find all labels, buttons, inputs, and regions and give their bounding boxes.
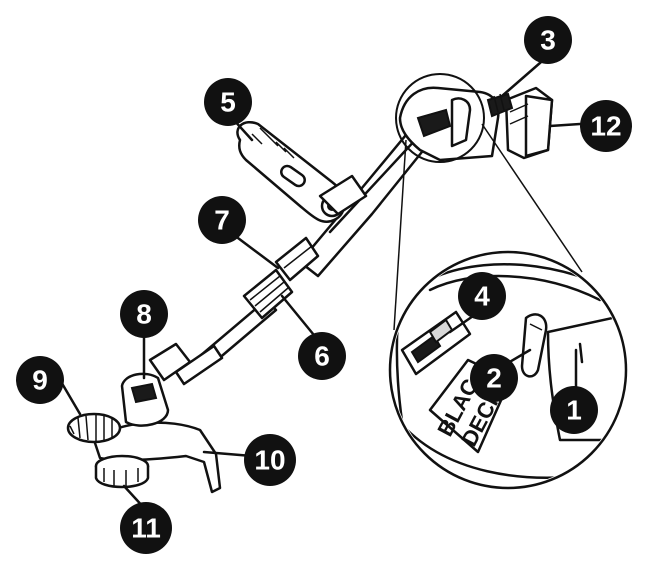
svg-text:12: 12 <box>590 111 621 142</box>
callout-7: 7 <box>198 196 246 244</box>
callout-4: 4 <box>458 272 506 320</box>
svg-text:8: 8 <box>136 299 152 330</box>
svg-text:3: 3 <box>540 25 556 56</box>
callout-12: 12 <box>580 100 632 152</box>
callout-3: 3 <box>524 16 572 64</box>
shaft-lock-ring <box>274 236 320 282</box>
svg-text:6: 6 <box>314 341 330 372</box>
auxiliary-handle <box>236 121 368 223</box>
callout-8: 8 <box>120 290 168 338</box>
callout-6: 6 <box>298 332 346 380</box>
detail-connector-right <box>481 123 583 273</box>
battery-pack <box>504 86 554 160</box>
callout-1: 1 <box>550 386 598 434</box>
svg-text:1: 1 <box>566 395 582 426</box>
lower-shaft <box>174 298 278 386</box>
svg-text:4: 4 <box>474 281 490 312</box>
callout-11: 11 <box>120 502 172 554</box>
leader-lines <box>58 54 582 512</box>
callout-9: 9 <box>16 356 64 404</box>
svg-text:10: 10 <box>254 445 285 476</box>
trimmer-head <box>66 342 222 494</box>
callout-5: 5 <box>204 78 252 126</box>
height-adjust-collar <box>242 268 294 320</box>
svg-text:2: 2 <box>486 363 502 394</box>
svg-text:5: 5 <box>220 87 236 118</box>
callout-10: 10 <box>244 434 296 486</box>
detail-locator-circle <box>395 73 485 163</box>
callout-2: 2 <box>470 354 518 402</box>
svg-text:9: 9 <box>32 365 48 396</box>
svg-text:11: 11 <box>131 513 161 544</box>
svg-text:7: 7 <box>214 205 230 236</box>
detail-connector-left <box>393 139 407 331</box>
